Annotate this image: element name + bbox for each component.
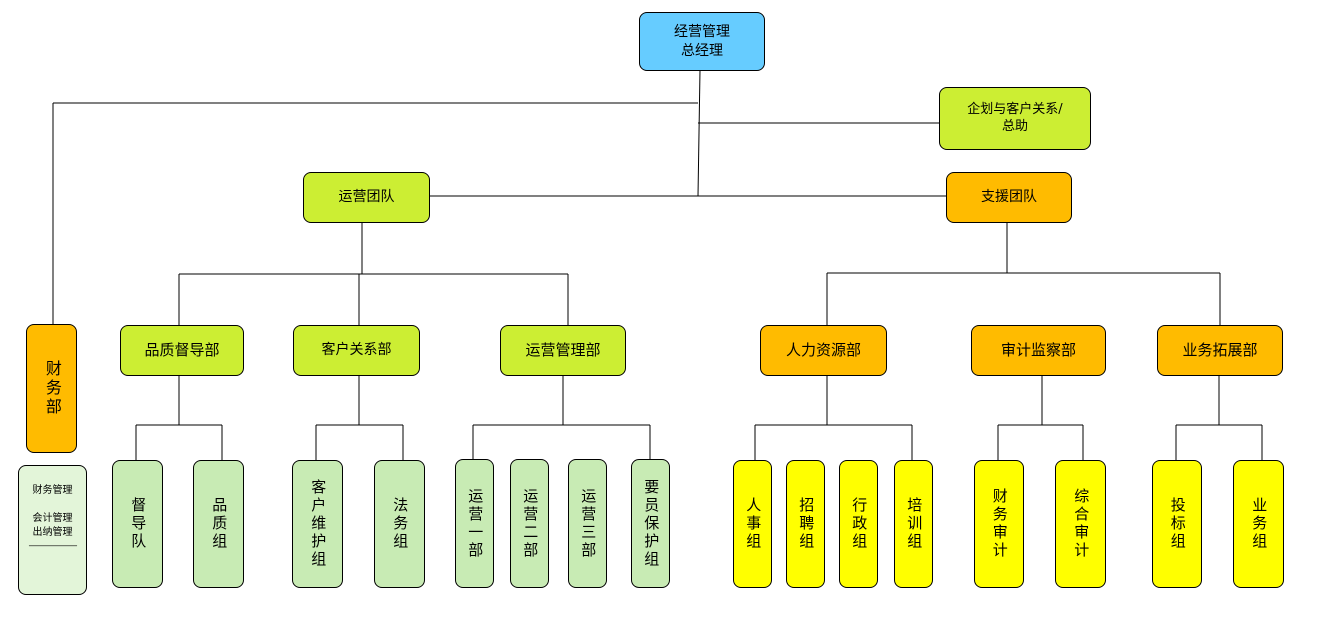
assistant-line2: 总助 [1001, 118, 1028, 134]
group-label: 综合审计 [1072, 488, 1091, 560]
group-label: 运营一部 [466, 487, 485, 560]
group-ops2[interactable]: 运营二部 [510, 459, 549, 588]
group-business[interactable]: 业务组 [1233, 460, 1284, 588]
finance-sub-item: 会计管理 [32, 513, 73, 524]
finance-sub-node[interactable]: 财务管理 会计管理 出纳管理 —————— [18, 465, 87, 595]
opsmgmt-dept-node[interactable]: 运营管理部 [500, 325, 626, 376]
group-ops3[interactable]: 运营三部 [568, 459, 607, 588]
group-administration[interactable]: 行政组 [839, 460, 878, 588]
group-label: 客户维护组 [309, 479, 328, 569]
support-team-node[interactable]: 支援团队 [946, 172, 1072, 223]
hr-dept-node[interactable]: 人力资源部 [760, 325, 887, 376]
root-line1: 经营管理 [674, 24, 730, 41]
operations-team-node[interactable]: 运营团队 [303, 172, 430, 223]
hr-dept-label: 人力资源部 [785, 340, 861, 359]
connector [697, 69, 701, 197]
group-label: 业务组 [1250, 497, 1269, 551]
business-dept-node[interactable]: 业务拓展部 [1157, 325, 1283, 376]
customer-dept-label: 客户关系部 [321, 342, 392, 359]
group-label: 要员保护组 [642, 478, 661, 569]
group-recruitment[interactable]: 招聘组 [786, 460, 825, 588]
root-node-general-manager[interactable]: 经营管理 总经理 [639, 12, 765, 71]
group-comprehensive-audit[interactable]: 综合审计 [1055, 460, 1106, 588]
support-team-label: 支援团队 [981, 189, 1037, 206]
business-dept-label: 业务拓展部 [1182, 340, 1258, 359]
group-legal[interactable]: 法务组 [374, 460, 425, 588]
audit-dept-label: 审计监察部 [1000, 340, 1076, 359]
group-ops1[interactable]: 运营一部 [455, 459, 494, 588]
group-supervision[interactable]: 督导队 [112, 460, 163, 588]
group-label: 行政组 [850, 497, 869, 551]
group-label: 财务审计 [990, 488, 1009, 560]
operations-team-label: 运营团队 [338, 189, 395, 206]
finance-sub-dash: —————— [28, 541, 78, 551]
group-training[interactable]: 培训组 [894, 460, 933, 588]
group-label: 招聘组 [797, 497, 816, 551]
quality-dept-node[interactable]: 品质督导部 [120, 325, 244, 376]
assistant-line1: 企划与客户关系/ [967, 101, 1063, 117]
group-personnel[interactable]: 人事组 [733, 460, 772, 588]
finance-sub-item: 财务管理 [32, 485, 73, 496]
opsmgmt-dept-label: 运营管理部 [525, 340, 601, 359]
finance-dept-label: 财务部 [42, 360, 62, 417]
finance-dept-node[interactable]: 财务部 [26, 324, 77, 453]
group-label: 人事组 [744, 497, 763, 551]
group-bidding[interactable]: 投标组 [1152, 460, 1202, 588]
group-financial-audit[interactable]: 财务审计 [974, 460, 1024, 588]
group-label: 运营二部 [521, 487, 540, 560]
group-label: 投标组 [1168, 497, 1187, 551]
group-label: 督导队 [129, 497, 148, 551]
quality-dept-label: 品质督导部 [144, 340, 220, 359]
group-label: 运营三部 [579, 487, 598, 560]
group-vip-protection[interactable]: 要员保护组 [631, 459, 670, 588]
group-customer-maintenance[interactable]: 客户维护组 [292, 460, 343, 588]
group-label: 品质组 [210, 497, 229, 551]
customer-dept-node[interactable]: 客户关系部 [293, 325, 420, 376]
root-line2: 总经理 [681, 42, 723, 59]
assistant-node[interactable]: 企划与客户关系/ 总助 [939, 87, 1091, 150]
group-quality[interactable]: 品质组 [193, 460, 244, 588]
audit-dept-node[interactable]: 审计监察部 [971, 325, 1106, 376]
group-label: 法务组 [391, 497, 410, 551]
finance-sub-item: 出纳管理 [32, 527, 73, 538]
group-label: 培训组 [905, 497, 924, 551]
